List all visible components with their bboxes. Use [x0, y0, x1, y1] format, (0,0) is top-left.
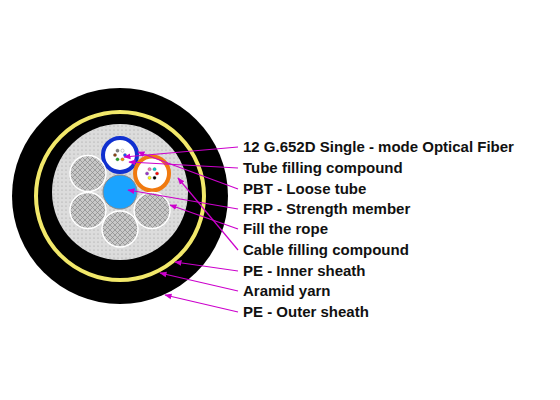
optical-fiber	[153, 176, 156, 179]
part-label: Cable filling compound	[243, 241, 409, 259]
optical-fiber	[116, 149, 119, 152]
leader-lines	[124, 147, 238, 312]
part-label: PE - Outer sheath	[243, 303, 369, 321]
optical-fiber	[148, 168, 151, 171]
optical-fiber	[121, 149, 124, 152]
part-label: PE - Inner sheath	[243, 262, 366, 280]
optical-fiber	[155, 172, 158, 175]
part-label: Fill the rope	[243, 220, 328, 238]
cable	[12, 88, 228, 304]
inner-sheath	[46, 122, 194, 270]
outer-sheath	[12, 88, 228, 304]
filler-rope	[70, 193, 106, 229]
aramid-yarn	[36, 112, 204, 280]
optical-fiber	[153, 168, 156, 171]
part-label: Aramid yarn	[243, 282, 331, 300]
optical-fiber	[148, 176, 151, 179]
cable-filling	[52, 124, 188, 260]
part-label: Tube filling compound	[243, 159, 403, 177]
optical-fiber	[116, 158, 119, 161]
optical-fiber	[113, 153, 116, 156]
optical-fiber	[121, 158, 124, 161]
loose-tube	[103, 138, 137, 172]
part-label: PBT - Loose tube	[243, 180, 366, 198]
frp-strength-member	[103, 175, 137, 209]
part-label: 12 G.652D Single - mode Optical Fiber	[243, 138, 514, 156]
optical-fiber	[123, 153, 126, 156]
part-label: FRP - Strength member	[243, 200, 410, 218]
filler-rope	[134, 193, 170, 229]
filler-rope	[70, 156, 106, 192]
optical-fiber	[145, 172, 148, 175]
filler-rope	[102, 211, 138, 247]
